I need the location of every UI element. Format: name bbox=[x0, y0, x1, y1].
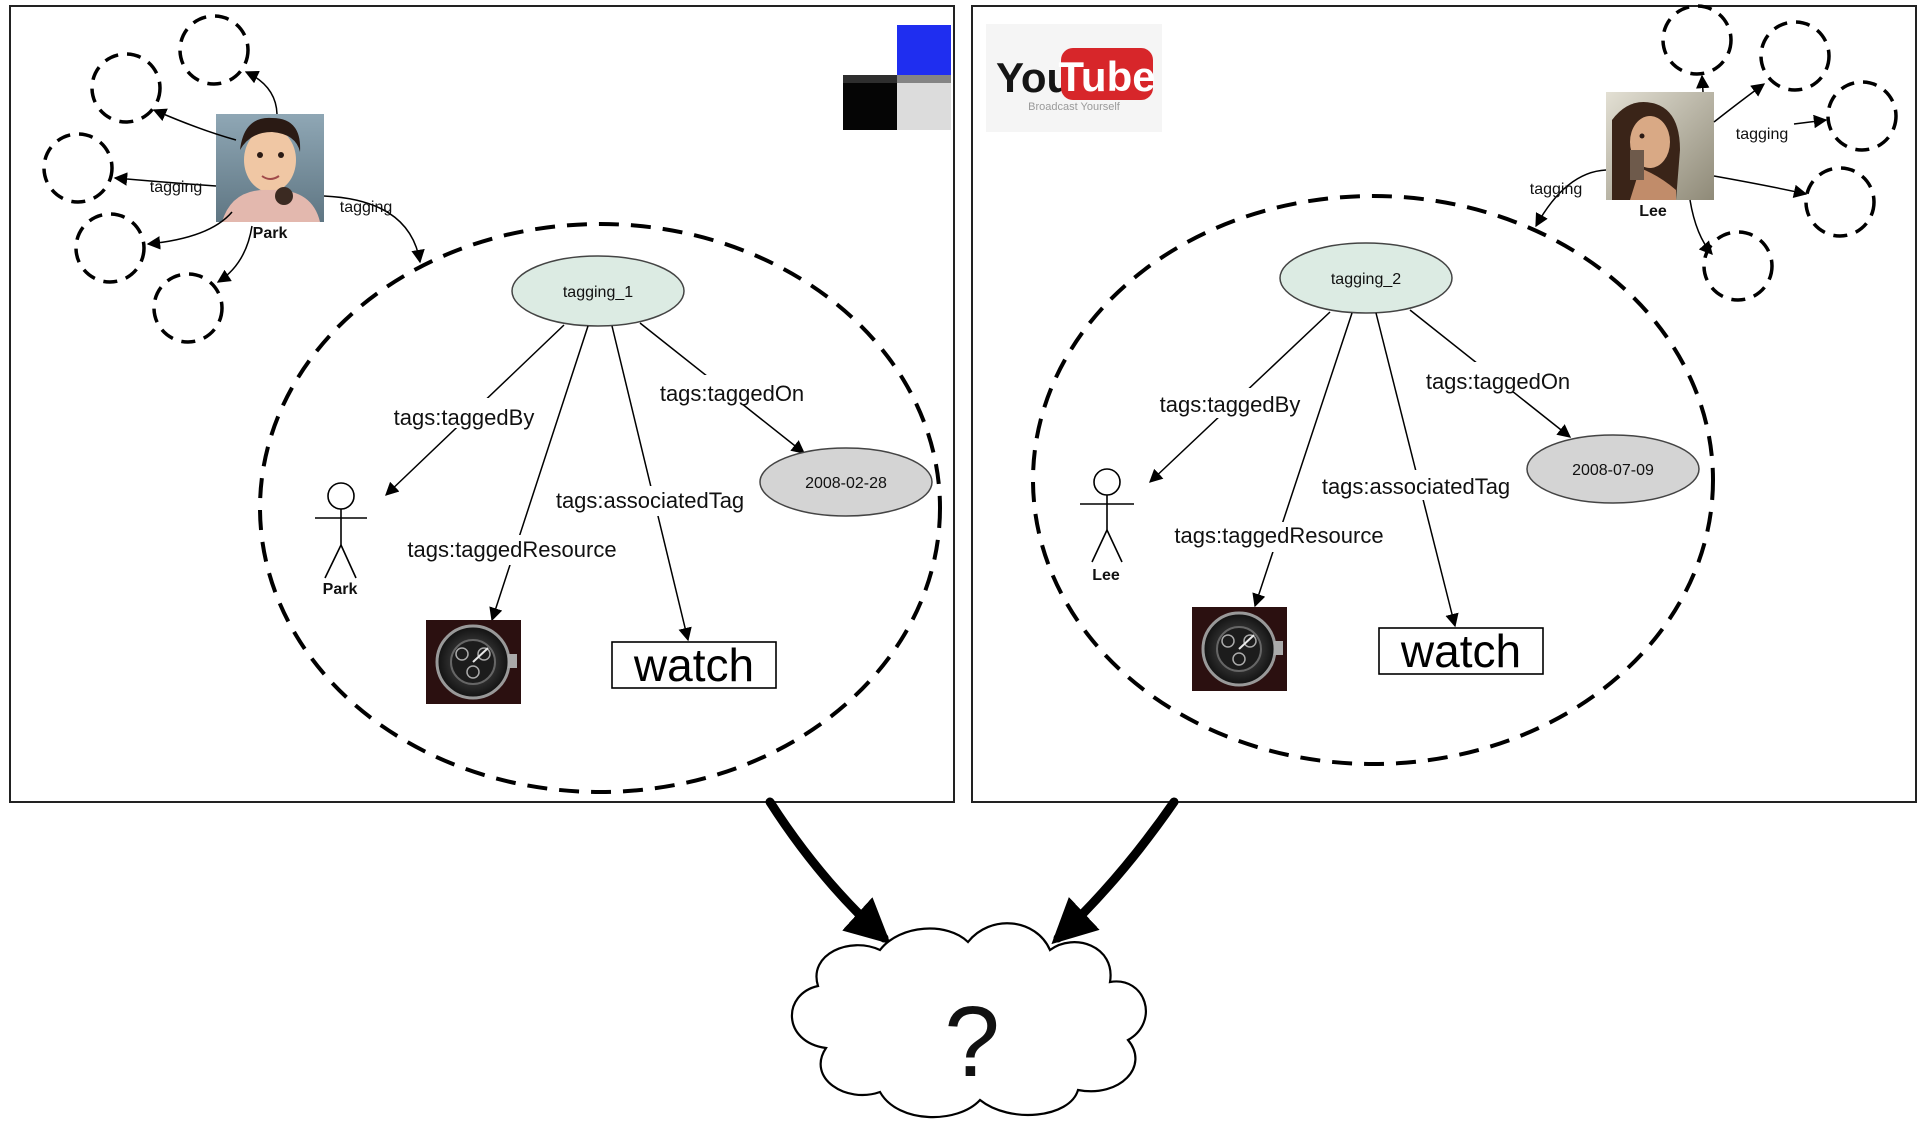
date-node-label: 2008-07-09 bbox=[1572, 462, 1654, 479]
tagging-node-label: tagging_1 bbox=[563, 284, 633, 301]
tagging-instance-circle bbox=[90, 52, 162, 124]
actor-label: Lee bbox=[1092, 567, 1120, 584]
watch-image bbox=[426, 620, 521, 704]
tagging-instance-ellipse bbox=[258, 222, 942, 794]
tagging-label: tagging bbox=[150, 179, 203, 196]
edge-label-tagged-on: tags:taggedOn bbox=[1426, 369, 1570, 394]
tagging-label: tagging bbox=[1736, 126, 1789, 143]
delicious-logo-grey bbox=[897, 75, 951, 130]
tagging-instance-circle bbox=[1661, 4, 1733, 76]
edge-tagged-resource bbox=[1252, 312, 1353, 608]
tagging-label: tagging bbox=[340, 199, 393, 216]
youtube-logo: You Tube Broadcast Yourself bbox=[986, 24, 1162, 132]
result-question-mark: ? bbox=[944, 986, 1000, 1098]
tagging-instance-circle bbox=[152, 272, 224, 344]
edge-label-associated-tag: tags:associatedTag bbox=[556, 488, 744, 513]
tagging-instance-circle bbox=[1804, 166, 1876, 238]
tagging-instance-circle bbox=[74, 212, 146, 284]
youtube-logo-tube: Tube bbox=[1058, 53, 1155, 100]
edge-associated-tag bbox=[1375, 312, 1459, 628]
tagging-node-label: tagging_2 bbox=[1331, 271, 1401, 288]
edge-tagged-resource bbox=[489, 325, 589, 622]
tag-box bbox=[1378, 627, 1544, 675]
user-name-park: Park bbox=[253, 225, 288, 242]
tagging-instance-circle bbox=[1826, 80, 1898, 152]
tagging-instance-circle bbox=[1702, 230, 1774, 302]
tagging-instance-circle bbox=[1759, 20, 1831, 92]
tagging-arrows-park bbox=[113, 71, 425, 283]
edge-label-tagged-by: tags:taggedBy bbox=[1160, 392, 1301, 417]
other-taggings-park bbox=[42, 14, 250, 344]
delicious-logo bbox=[843, 25, 951, 130]
person-icon bbox=[1080, 468, 1134, 563]
delicious-logo-shine bbox=[843, 75, 951, 83]
edge-label-tagged-resource: tags:taggedResource bbox=[407, 537, 616, 562]
date-node bbox=[759, 447, 933, 517]
edge-label-tagged-on: tags:taggedOn bbox=[660, 381, 804, 406]
delicious-logo-black bbox=[843, 75, 897, 130]
edge-label-tagged-by: tags:taggedBy bbox=[394, 405, 535, 430]
youtube-logo-badge bbox=[1061, 48, 1153, 100]
merge-arrows bbox=[765, 797, 1179, 945]
tagging-node bbox=[511, 255, 685, 327]
tagging-instance-ellipse bbox=[1031, 194, 1715, 766]
actor-label: Park bbox=[323, 581, 358, 598]
user-photo-lee bbox=[1606, 92, 1714, 200]
tag-word: watch bbox=[633, 639, 754, 691]
other-taggings-lee bbox=[1661, 4, 1898, 302]
tagging-node bbox=[1279, 242, 1453, 314]
edge-label-tagged-resource: tags:taggedResource bbox=[1174, 523, 1383, 548]
edge-label-associated-tag: tags:associatedTag bbox=[1322, 474, 1510, 499]
tagging-instance-circle bbox=[178, 14, 250, 86]
merge-arrow-right bbox=[1051, 797, 1179, 945]
tagging-instance-circle bbox=[42, 132, 114, 204]
user-photo-park bbox=[216, 114, 324, 222]
youtube-logo-tagline: Broadcast Yourself bbox=[1028, 101, 1121, 113]
youtube-logo-you: You bbox=[996, 54, 1072, 101]
tagging-arrows-lee bbox=[1535, 74, 1828, 256]
date-node-label: 2008-02-28 bbox=[805, 475, 887, 492]
tagging-label: tagging bbox=[1530, 181, 1583, 198]
watch-image bbox=[1192, 607, 1287, 691]
panel-right: You Tube Broadcast Yourself Lee bbox=[971, 4, 1917, 803]
tag-word: watch bbox=[1400, 625, 1521, 677]
edge-associated-tag bbox=[611, 325, 692, 642]
user-name-lee: Lee bbox=[1639, 203, 1667, 220]
tag-box bbox=[611, 641, 777, 689]
panel-left: Park tagging tagging tagging_1 bbox=[9, 5, 955, 803]
person-icon bbox=[315, 482, 367, 579]
date-node bbox=[1526, 434, 1700, 504]
delicious-logo-blue bbox=[897, 25, 951, 75]
merge-arrow-left bbox=[765, 797, 891, 945]
result-cloud: ? bbox=[790, 922, 1147, 1119]
